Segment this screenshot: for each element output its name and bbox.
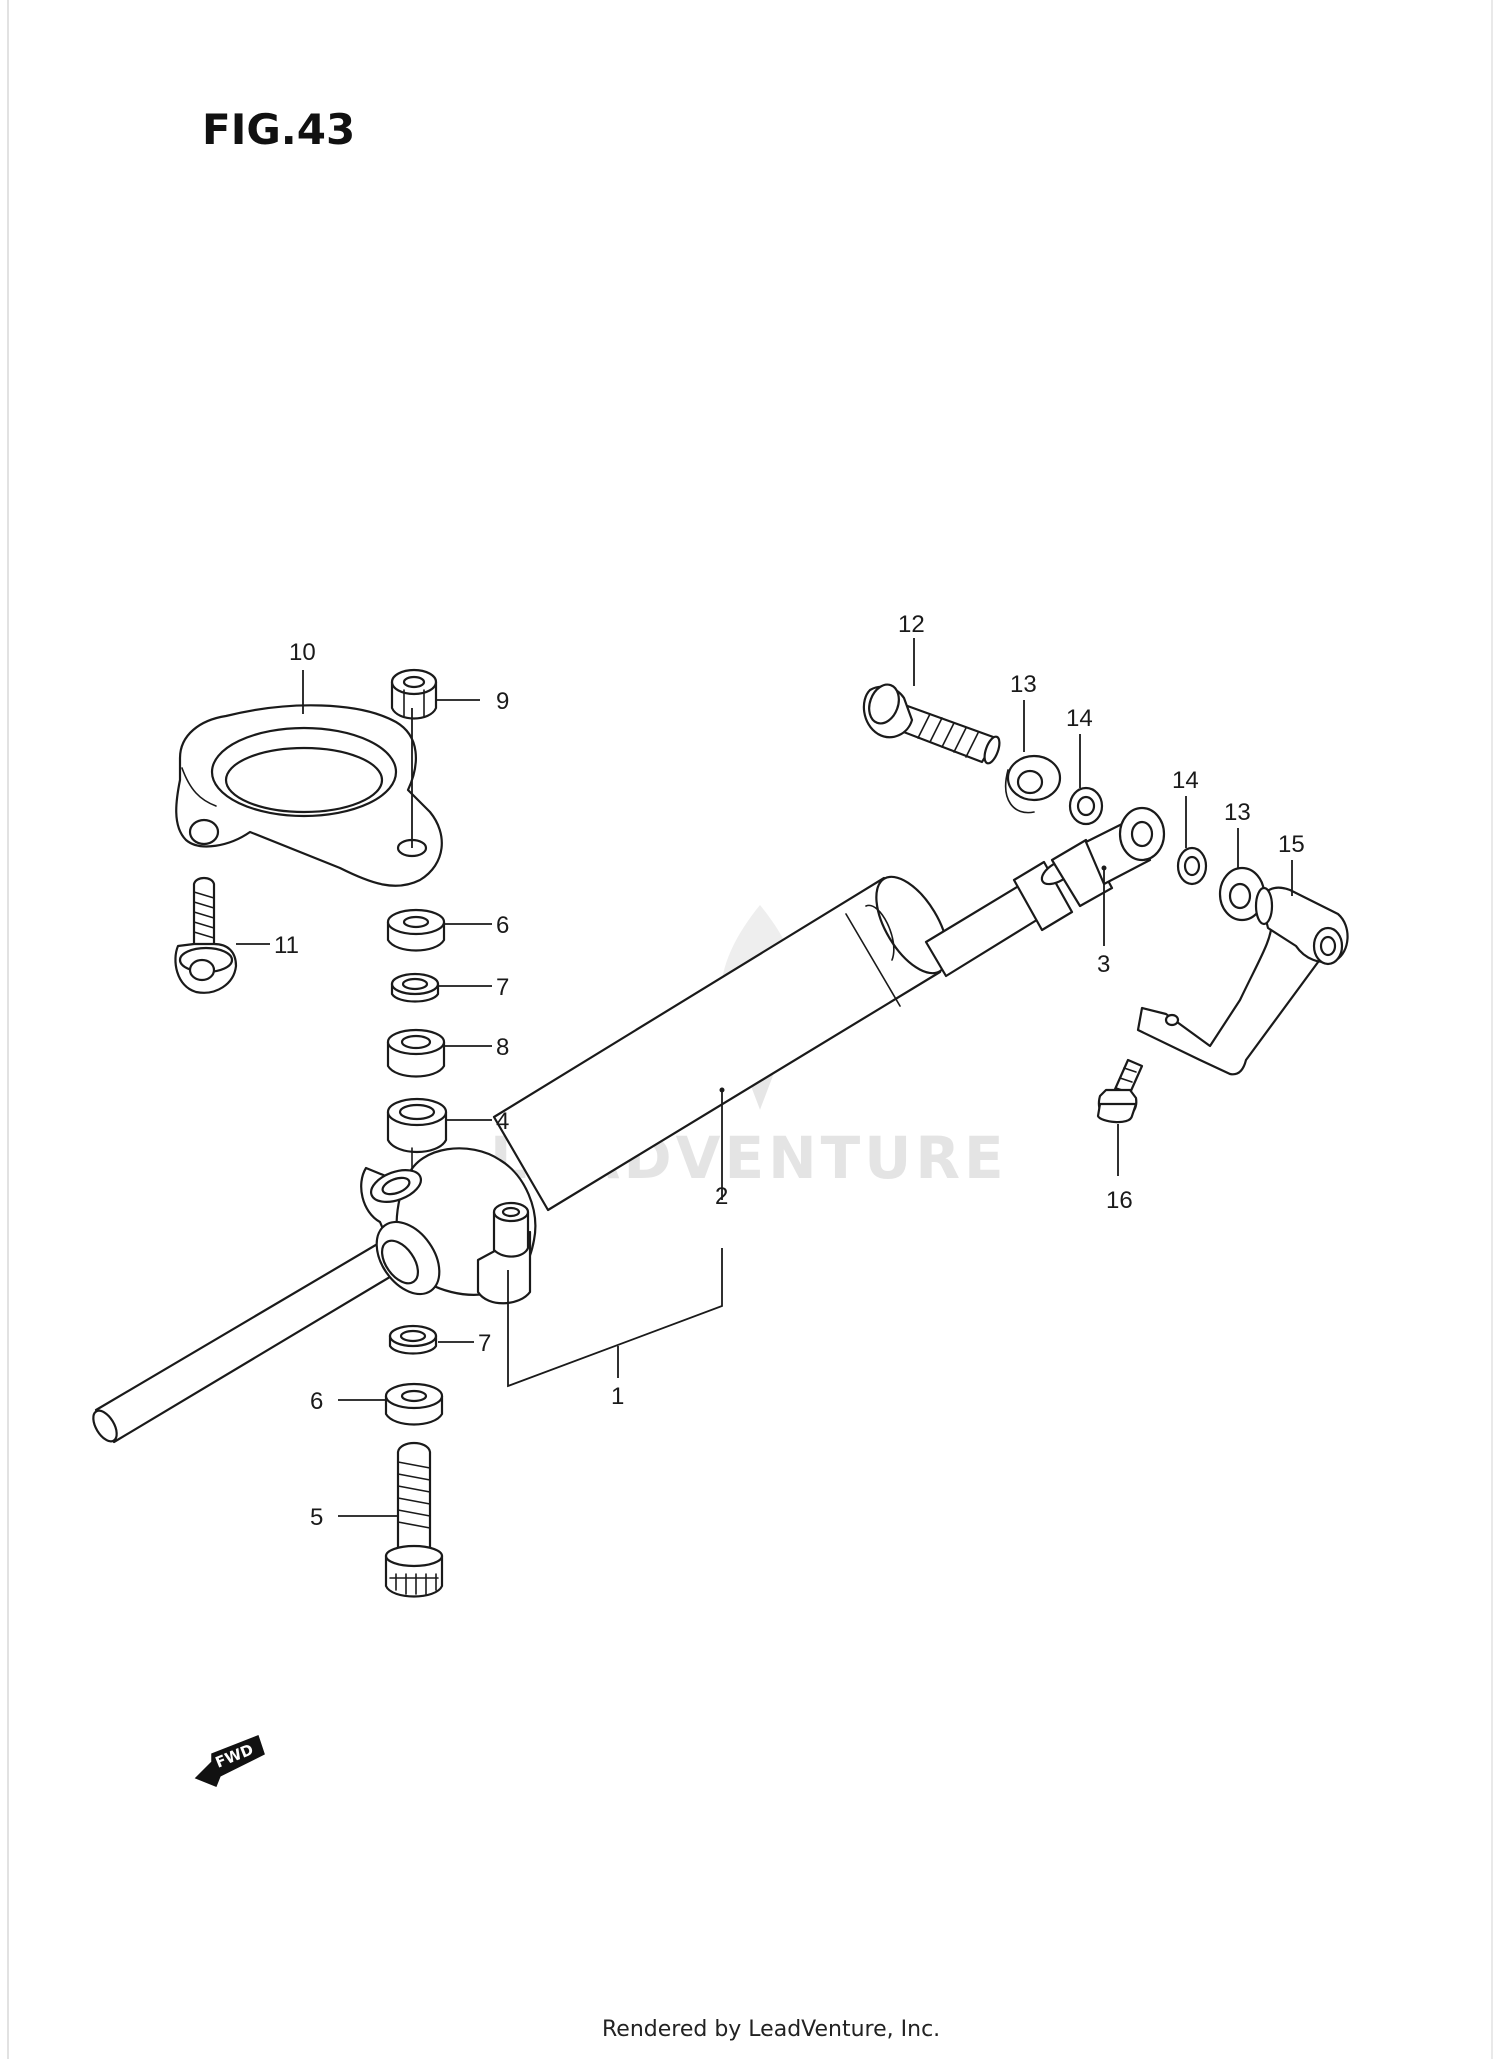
callout-4: 4 xyxy=(496,1108,509,1135)
callout-5: 5 xyxy=(310,1504,323,1531)
callout-1: 1 xyxy=(611,1383,624,1410)
collar-6-lower xyxy=(384,1382,444,1426)
washer-14-lower xyxy=(1176,846,1208,886)
fwd-direction-marker: FWD xyxy=(194,1735,265,1787)
callout-2: 2 xyxy=(715,1183,728,1210)
collar-6-upper xyxy=(386,908,446,952)
steering-damper-bracket xyxy=(175,704,443,887)
figure-title: FIG.43 xyxy=(202,105,355,154)
washer-7-upper xyxy=(390,972,440,1003)
washer-7-lower xyxy=(388,1324,438,1355)
callout-3: 3 xyxy=(1097,951,1110,978)
callout-6-lower: 6 xyxy=(310,1388,323,1415)
bolt-5 xyxy=(384,1441,444,1598)
callout-14-lower: 14 xyxy=(1172,767,1199,794)
fwd-arrow-icon xyxy=(194,1735,265,1787)
bearing-4 xyxy=(386,1097,448,1153)
callout-14-upper: 14 xyxy=(1066,705,1093,732)
callout-12: 12 xyxy=(898,611,925,638)
bolt-11 xyxy=(174,876,238,994)
washer-14-upper xyxy=(1068,786,1104,826)
callout-8: 8 xyxy=(496,1034,509,1061)
callout-6-upper: 6 xyxy=(496,912,509,939)
leader-lines xyxy=(236,638,1293,1517)
callouts: 10 9 6 7 8 4 7 6 5 11 12 13 14 14 13 15 … xyxy=(274,611,1305,1531)
callout-7-upper: 7 xyxy=(496,974,509,1001)
rod-end-fitting xyxy=(1012,806,1166,932)
damper-mount-block xyxy=(360,1147,537,1305)
damper-rod xyxy=(92,1224,427,1444)
footer-credit: Rendered by LeadVenture, Inc. xyxy=(602,2017,940,2042)
callout-9: 9 xyxy=(496,688,509,715)
callout-11: 11 xyxy=(274,932,299,959)
bolt-12 xyxy=(862,683,1001,765)
callout-7-lower: 7 xyxy=(478,1330,491,1357)
flange-nut-9 xyxy=(390,668,438,720)
damper-arm-15 xyxy=(1136,886,1349,1076)
collar-13-upper xyxy=(1004,754,1062,814)
collar-13-lower xyxy=(1218,866,1266,922)
callout-16: 16 xyxy=(1106,1187,1133,1214)
bolt-16 xyxy=(1096,1058,1144,1124)
callout-13-lower: 13 xyxy=(1224,799,1251,826)
callout-13-upper: 13 xyxy=(1010,671,1037,698)
callout-10: 10 xyxy=(289,639,316,666)
callout-15: 15 xyxy=(1278,831,1305,858)
spacer-8 xyxy=(386,1028,446,1078)
